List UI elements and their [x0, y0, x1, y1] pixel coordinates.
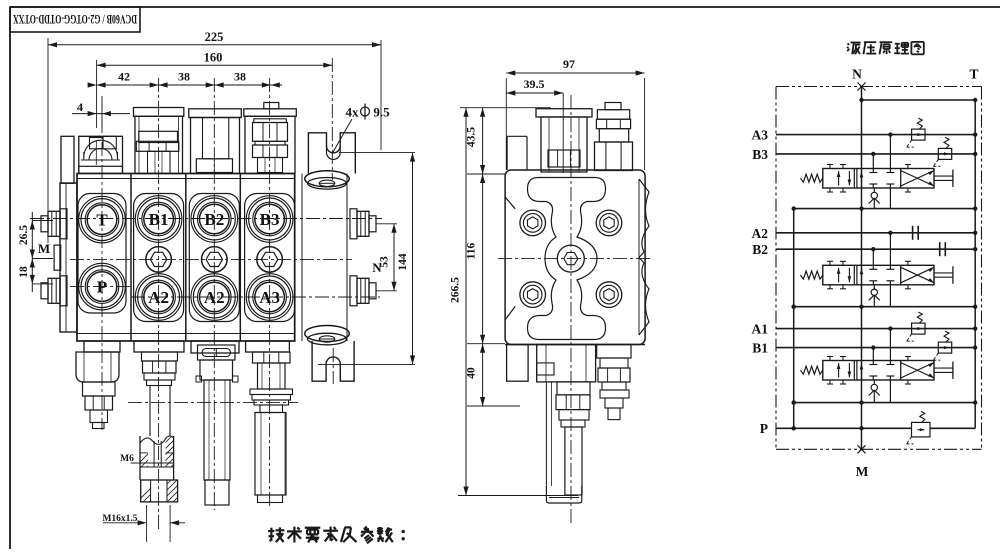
svg-text:266.5: 266.5 — [450, 277, 462, 303]
svg-text:39.5: 39.5 — [524, 77, 545, 91]
svg-text:53: 53 — [379, 256, 391, 268]
svg-text:N: N — [372, 260, 382, 275]
svg-text:A1: A1 — [752, 322, 769, 337]
svg-text:T: T — [96, 211, 108, 230]
svg-text:9.5: 9.5 — [373, 105, 390, 120]
svg-text:T: T — [969, 67, 978, 82]
svg-text:144: 144 — [397, 253, 409, 271]
svg-text:M: M — [38, 241, 50, 256]
svg-text:A3: A3 — [259, 288, 280, 307]
svg-text:B1: B1 — [149, 210, 169, 229]
svg-text:A2: A2 — [148, 288, 169, 307]
svg-text:M16x1.5: M16x1.5 — [102, 514, 137, 524]
svg-text:42: 42 — [118, 70, 130, 84]
svg-text:116: 116 — [466, 242, 478, 259]
svg-text:P: P — [97, 278, 107, 297]
svg-text:B2: B2 — [204, 210, 224, 229]
svg-text:M6: M6 — [120, 454, 134, 464]
svg-text:43.5: 43.5 — [466, 127, 478, 147]
svg-text:A3: A3 — [752, 128, 769, 143]
svg-text:40: 40 — [466, 367, 478, 379]
svg-text:DCV60B / G2-OTGG-OTDD-OTXX: DCV60B / G2-OTGG-OTDD-OTXX — [13, 12, 137, 27]
svg-text:A2: A2 — [752, 226, 769, 241]
svg-text:M: M — [856, 464, 869, 479]
svg-text:18: 18 — [18, 266, 30, 278]
svg-text:B3: B3 — [260, 210, 280, 229]
svg-text:97: 97 — [563, 57, 575, 71]
svg-text:225: 225 — [205, 30, 224, 44]
svg-text:4: 4 — [77, 100, 83, 114]
svg-text:26.5: 26.5 — [18, 225, 30, 245]
svg-text:A2: A2 — [204, 288, 225, 307]
svg-text:38: 38 — [178, 70, 190, 84]
svg-text:N: N — [852, 67, 862, 82]
svg-text:38: 38 — [234, 70, 246, 84]
svg-text:P: P — [760, 421, 768, 436]
svg-text:B1: B1 — [752, 341, 768, 356]
svg-text:4x: 4x — [346, 105, 360, 120]
svg-text:B2: B2 — [752, 242, 768, 257]
svg-text:160: 160 — [204, 51, 223, 65]
svg-text:B3: B3 — [752, 147, 768, 162]
